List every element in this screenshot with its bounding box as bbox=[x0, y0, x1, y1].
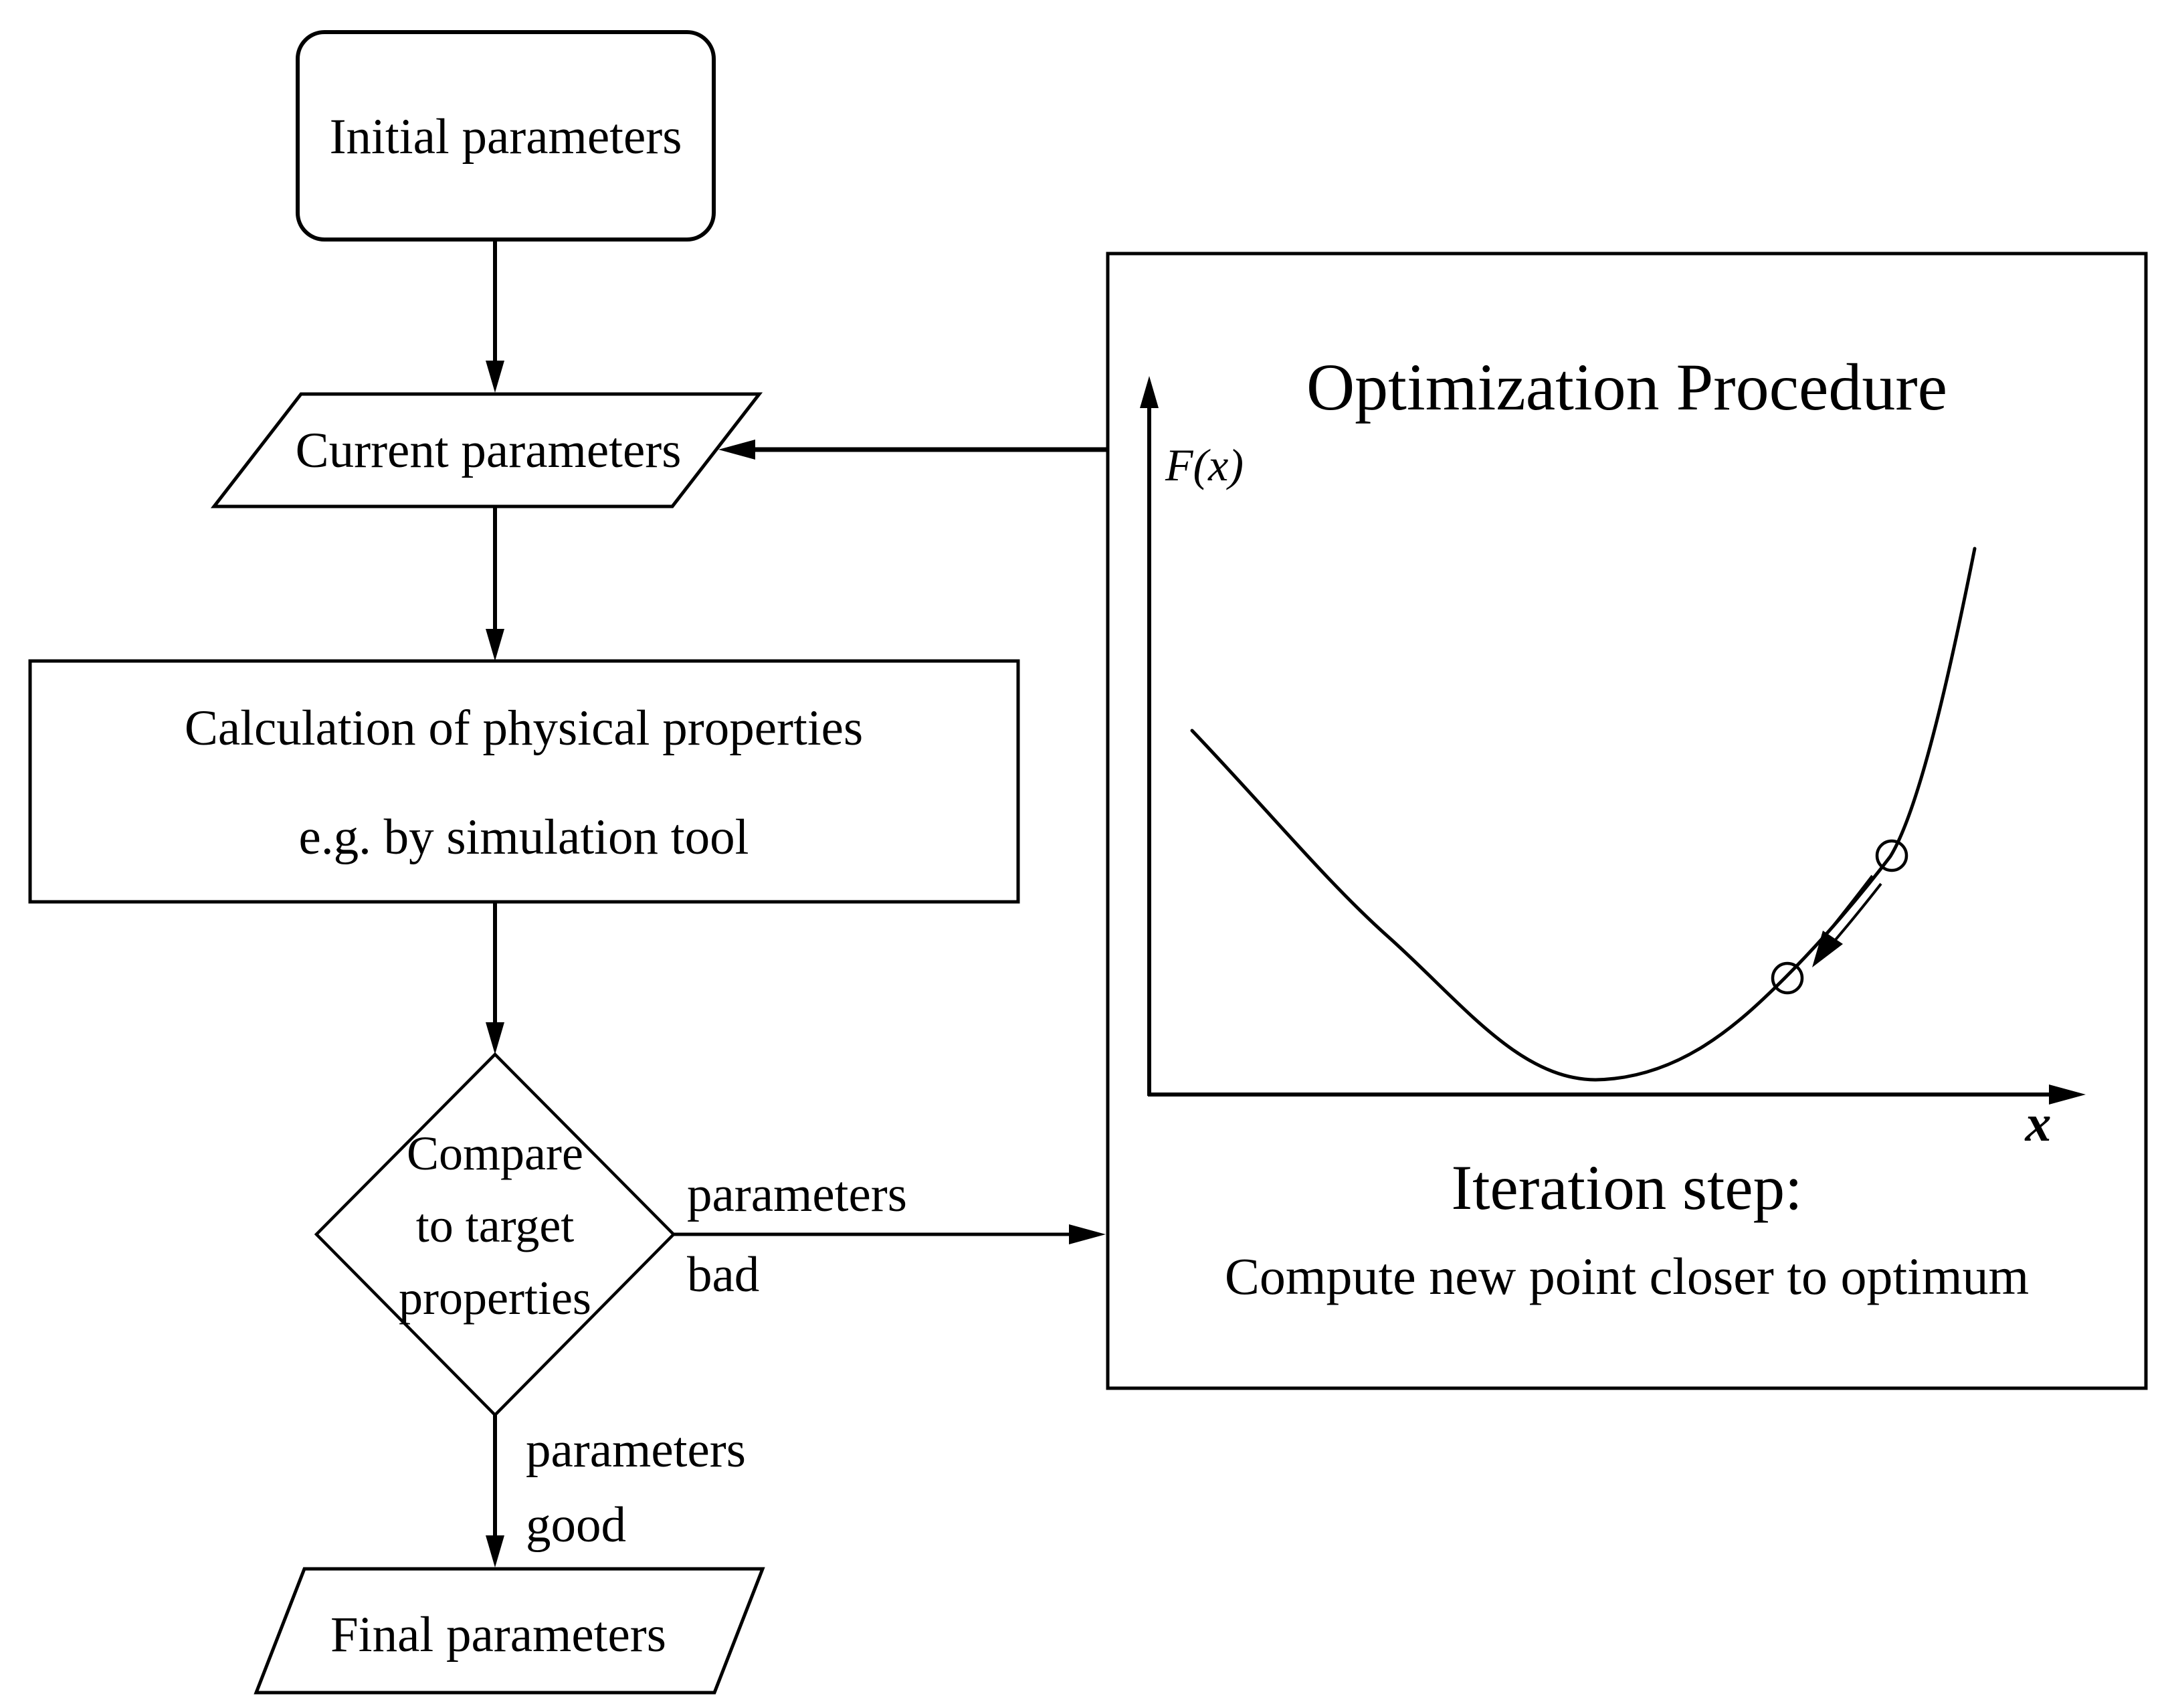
node-compare-line3: properties bbox=[399, 1271, 591, 1325]
optimization-panel-border bbox=[1106, 252, 2148, 1390]
iteration-step-arrow-shaft bbox=[1832, 882, 1882, 943]
iteration-step-arrowhead-icon bbox=[1812, 931, 1843, 967]
arrowhead-optimization-to-current-icon bbox=[718, 440, 755, 460]
node-initial-parameters-label: Initial parameters bbox=[330, 109, 682, 165]
y-axis-label: F(x) bbox=[1165, 440, 1244, 490]
flowchart-connectors: parameters good parameters bad bbox=[486, 240, 1108, 1568]
node-calculation bbox=[28, 659, 1020, 904]
iteration-step-arrow-shaft bbox=[1824, 874, 1874, 937]
y-axis-arrowhead-icon bbox=[1140, 376, 1159, 408]
new-point-marker-icon bbox=[1771, 961, 1804, 995]
label-bad-line1: parameters bbox=[687, 1167, 907, 1222]
node-current-parameters-label: Current parameters bbox=[296, 423, 682, 478]
node-compare-line2: to target bbox=[416, 1199, 575, 1252]
node-initial-parameters bbox=[296, 30, 716, 242]
x-axis-arrowhead-icon bbox=[2049, 1084, 2086, 1105]
optimization-title: Optimization Procedure bbox=[1306, 350, 1947, 424]
flowchart-nodes: Initial parameters Current parameters Ca… bbox=[28, 30, 1020, 1695]
x-axis-label: x bbox=[2025, 1094, 2052, 1152]
node-calculation-line1: Calculation of physical properties bbox=[185, 700, 863, 756]
node-compare-line1: Compare bbox=[407, 1127, 583, 1180]
label-good-line1: parameters bbox=[526, 1422, 746, 1478]
label-bad-line2: bad bbox=[687, 1247, 759, 1303]
iteration-heading: Iteration step: bbox=[1452, 1152, 1803, 1223]
node-final-parameters bbox=[254, 1567, 765, 1695]
current-point-marker-icon bbox=[1875, 839, 1908, 872]
arrowhead-compare-to-optimization-icon bbox=[1069, 1224, 1106, 1244]
label-good-line2: good bbox=[526, 1497, 626, 1553]
optimization-panel: Optimization Procedure F(x) x Iteration … bbox=[1106, 252, 2148, 1390]
iteration-description: Compute new point closer to optimum bbox=[1225, 1247, 2029, 1305]
node-current-parameters bbox=[210, 392, 763, 508]
node-calculation-line2: e.g. by simulation tool bbox=[299, 810, 749, 865]
arrowhead-calculation-to-compare-icon bbox=[486, 1022, 504, 1054]
objective-function-curve bbox=[1190, 547, 1977, 1082]
arrowhead-initial-to-current-icon bbox=[486, 361, 504, 393]
arrowhead-current-to-calculation-icon bbox=[486, 629, 504, 661]
arrowhead-compare-to-final-icon bbox=[486, 1535, 504, 1568]
node-final-parameters-label: Final parameters bbox=[330, 1607, 666, 1663]
